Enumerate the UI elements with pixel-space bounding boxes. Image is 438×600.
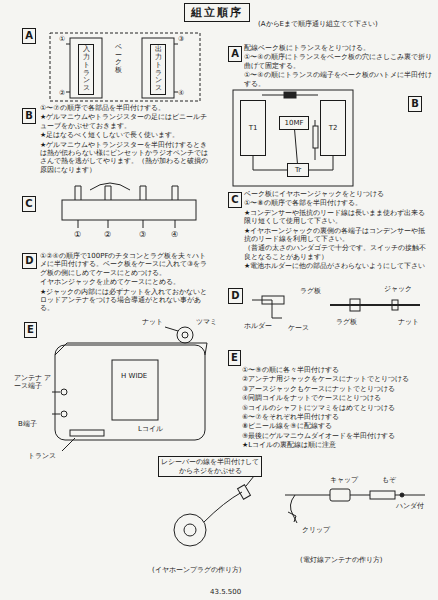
node-text: T1 xyxy=(249,124,258,132)
label-text: ⑥〜⑦をそれぞれ半田付けする xyxy=(242,413,432,421)
label-text: ① xyxy=(74,230,81,240)
label-text: (電灯線アンテナの作り方) xyxy=(300,556,382,564)
section-letter-box: B xyxy=(22,108,36,124)
node-text: A xyxy=(231,48,239,60)
title: 組立順序 xyxy=(184,3,250,22)
wire xyxy=(253,156,287,170)
label-text: 43.5.500 xyxy=(210,588,241,596)
label-text: H WIDE xyxy=(121,372,147,380)
label-text: ベーク板 xyxy=(115,44,122,75)
label-text: ★ゲルマニウムやトランジスターの足にはビニールチューブをかぶせておきます。 xyxy=(40,113,212,130)
node-text: B xyxy=(411,98,419,110)
part-box: Tr xyxy=(287,163,309,177)
label-text: ③ xyxy=(139,230,146,240)
node-text: 入力トランス xyxy=(83,46,90,92)
node-text: C xyxy=(231,194,238,206)
node-text: Tr xyxy=(295,166,301,174)
label-text: （普通の太さのハンダゴテで十分です。スイッチの接触不良となることがあります） xyxy=(244,244,432,261)
node-text: T2 xyxy=(329,124,338,132)
label-text: ★コンデンサーや抵抗のリード線は長いまま使わず出来る限り短くして使用して下さい。 xyxy=(244,209,432,226)
part-box: 入力トランス xyxy=(78,44,94,95)
section-letter-box: E xyxy=(24,322,37,338)
label-text: ①〜⑧の順序で各部を半田付けする。 xyxy=(244,199,432,207)
label-text: ★電池ホルダーに他の部品がさわらないようにして下さい xyxy=(244,262,432,270)
part-box: レシーバーの線を半田付けしてからネジをかぶせる xyxy=(158,456,262,477)
section-letter-box: D xyxy=(22,253,37,269)
part-box: 10MF xyxy=(279,116,309,130)
label-text: ラグ板 xyxy=(336,318,357,326)
section-letter-box: D xyxy=(228,288,243,304)
node-text: E xyxy=(27,324,34,336)
label-text: ④ xyxy=(178,89,184,97)
label-text: ジャック xyxy=(384,285,412,293)
label-text: アンテナ アース端子 xyxy=(14,374,54,391)
label-text: ★Lコイルの裏配線は順に注意 xyxy=(242,441,432,449)
label-text: ケース xyxy=(288,324,309,332)
label-text: (イヤホーンプラグの作り方) xyxy=(152,566,241,574)
wire xyxy=(295,130,298,163)
label-text: キャップ xyxy=(330,476,358,484)
node-text: D xyxy=(25,255,33,267)
label-text: Lコイル xyxy=(138,425,163,433)
label-text: ツマミ xyxy=(196,318,217,326)
label-text: ナット xyxy=(142,318,163,326)
label-text: (AからEまで順序通り組立てて下さい) xyxy=(258,20,436,28)
part-box: T1 xyxy=(240,100,266,156)
section-letter-box: C xyxy=(228,192,242,208)
label-text: ② xyxy=(59,89,65,97)
label-text: ラグ板 xyxy=(300,287,321,295)
node-text: C xyxy=(25,198,32,210)
label-text: ③ xyxy=(178,35,184,43)
node-text: レシーバーの線を半田付けしてからネジをかぶせる xyxy=(159,458,261,475)
section-letter-box: A xyxy=(228,46,242,62)
label-text: ★ジャックの内部には必ずナットを入れておかないとロッドアンテナをつける場合導通が… xyxy=(40,288,212,313)
section-letter-box: A xyxy=(22,28,36,44)
label-text: ナット xyxy=(398,318,419,326)
label-text: B端子 xyxy=(18,420,37,428)
node-text: 10MF xyxy=(285,119,304,127)
wire xyxy=(309,156,333,170)
label-text: ①〜④の順序にトランスをベーク板の穴にさしこみ裏で折り曲げて固定する。 xyxy=(244,53,432,70)
label-text: ホルダー xyxy=(244,322,272,330)
part-box: T2 xyxy=(320,100,346,156)
label-text: ★イヤホーンジャックの裏側の各端子はコンデンサーや抵抗のリード線を利用して下さい… xyxy=(244,227,432,244)
label-text: ベーク板にイヤホーンジャックをとりつける xyxy=(244,190,432,198)
node-text: D xyxy=(231,290,239,302)
label-text: ④同調コイルをナットでケースにとりつける xyxy=(242,394,432,402)
label-text: ★足はなるべく短くしないで長く使います。 xyxy=(40,131,212,139)
label-text: ⑤コイルのシャフトにツマミをはめてとりつける xyxy=(242,404,432,412)
section-letter-box: C xyxy=(22,196,36,212)
label-text: もぞ xyxy=(382,476,396,484)
label-text: ①〜⑦の順序で各部品を半田付けする。 xyxy=(40,104,212,112)
label-text: ①②④の順序で100PFのチタコンとラグ板を夫々ハトメに半田付けする。ベーク板を… xyxy=(40,252,212,277)
part-box: 出力トランス xyxy=(150,44,166,95)
label-text: ② xyxy=(104,230,111,240)
node-text: A xyxy=(25,30,33,42)
label-text: クリップ xyxy=(302,526,330,534)
label-text: ① xyxy=(59,35,65,43)
label-text: イヤホンジャックを止めてケースにとめる。 xyxy=(40,278,212,286)
label-text: ⑨最後にゲルマニウムダイオードを半田付けする xyxy=(242,432,432,440)
label-text: 配線ベーク板にトランスをとりつける。 xyxy=(244,44,432,52)
label-text: ハンダ付 xyxy=(396,502,424,510)
label-text: トランス xyxy=(28,452,56,460)
label-text: ①〜⑨の順に各々半田付けする xyxy=(242,366,432,374)
section-letter-box: B xyxy=(408,96,422,112)
label-text: ★ゲルマニウムやトランジスターを半田付けするときは熱が伝わらない様にピンセットか… xyxy=(40,141,212,175)
label-text: ②アンテナ用ジャックをケースにナットでとりつける xyxy=(242,375,432,383)
label-text: ⑧ビニール線を⑨に配線する xyxy=(242,422,432,430)
label-text: ①〜④の順にトランスの端子をベーク板のハトメに半田付けする。 xyxy=(244,71,432,88)
label-text: ④ xyxy=(171,230,178,240)
section-letter-box: E xyxy=(228,350,241,366)
label-text: ③アースジャックもケースにナットでとりつける xyxy=(242,385,432,393)
node-text: E xyxy=(231,352,238,364)
node-text: 出力トランス xyxy=(155,46,162,92)
node-text: B xyxy=(25,110,33,122)
